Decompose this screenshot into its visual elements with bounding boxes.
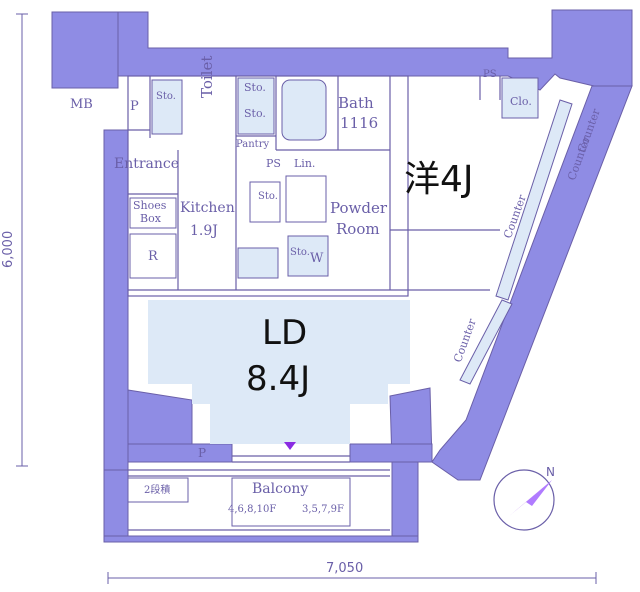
bath-size: 1116 <box>340 114 379 132</box>
closet-label: Clo. <box>510 95 532 108</box>
fixtures <box>127 77 539 527</box>
sto-label-kitchen: Sto. <box>258 191 278 202</box>
powder-room-line1: Powder <box>330 199 388 217</box>
lin-label: Lin. <box>294 157 316 170</box>
ld-size: 8.4J <box>246 359 311 399</box>
ld-floor-fill <box>148 300 410 444</box>
powder-room-line2: Room <box>336 220 380 238</box>
ps-label-top: PS <box>483 69 497 80</box>
bath-name: Bath <box>338 94 374 112</box>
shoes-box-line2: Box <box>140 212 161 225</box>
w-label: W <box>310 251 324 266</box>
kitchen-size: 1.9J <box>190 223 218 239</box>
counters <box>459 99 573 385</box>
sto-label-washer: Sto. <box>290 247 310 258</box>
step-storage-label: 2段積 <box>144 485 171 496</box>
width-dimension: 7,050 <box>326 561 364 576</box>
sto-label-2: Sto. <box>244 107 266 120</box>
p-label-bottom: P <box>198 446 207 460</box>
ld-name: LD <box>262 313 308 353</box>
interior-walls <box>127 75 501 531</box>
floors-label-1: 4,6,8,10F <box>228 504 277 515</box>
r-label: R <box>148 249 158 264</box>
dimension-lines <box>16 13 597 584</box>
compass <box>493 469 555 531</box>
ps-label-mid: PS <box>266 157 281 170</box>
pantry-label: Pantry <box>236 139 270 150</box>
mb-label: MB <box>70 97 93 112</box>
sto-label-1: Sto. <box>244 81 266 94</box>
toilet-label: Toilet <box>198 55 216 98</box>
entrance-label: Entrance <box>114 156 180 172</box>
western-room-label: 洋4J <box>404 159 474 200</box>
p-label-top: P <box>130 99 139 114</box>
shoes-box-line1: Shoes <box>133 199 167 212</box>
north-label: N <box>546 465 555 479</box>
sto-label-3: Sto. <box>156 91 176 102</box>
outer-walls <box>51 9 633 543</box>
floors-label-2: 3,5,7,9F <box>302 504 344 515</box>
balcony-label: Balcony <box>252 481 309 497</box>
depth-dimension: 6,000 <box>1 230 16 268</box>
entry-arrow-icon <box>284 442 296 450</box>
kitchen-name: Kitchen <box>180 200 235 216</box>
